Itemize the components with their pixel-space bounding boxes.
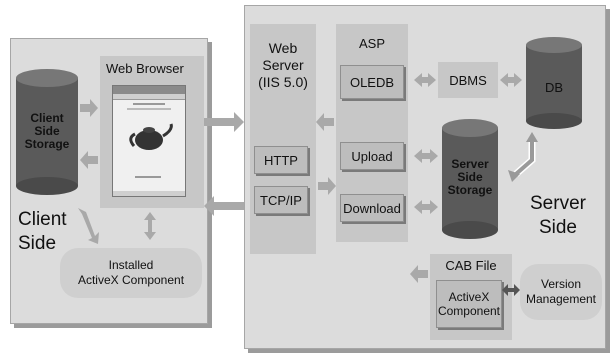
tcpip-label: TCP/IP xyxy=(260,192,302,208)
client-storage-label: Client Side Storage xyxy=(24,111,70,151)
cab-file-title: CAB File xyxy=(445,258,497,273)
db-label: DB xyxy=(544,80,564,95)
web-server-title: Web Server (IIS 5.0) xyxy=(258,40,308,90)
server-storage-cylinder xyxy=(442,119,498,239)
dbms-box: DBMS xyxy=(438,62,498,98)
upload-box: Upload xyxy=(340,142,404,170)
web-browser-title: Web Browser xyxy=(106,61,184,76)
download-box: Download xyxy=(340,194,404,222)
installed-activex-component: Installed ActiveX Component xyxy=(60,248,202,298)
server-side-label: Server Side xyxy=(530,193,586,238)
download-label: Download xyxy=(343,200,401,216)
http-box: HTTP xyxy=(254,146,308,174)
oledb-label: OLEDB xyxy=(349,74,395,90)
client-storage-cylinder xyxy=(16,69,78,195)
client-side-label: Client Side xyxy=(18,209,67,254)
web-server-column xyxy=(250,24,316,254)
tcpip-box: TCP/IP xyxy=(254,186,308,214)
browser-window-thumbnail xyxy=(112,85,186,197)
db-cylinder xyxy=(526,37,582,129)
cab-activex-component-box: ActiveX Component xyxy=(436,280,502,328)
asp-title: ASP xyxy=(358,36,385,51)
version-management: Version Management xyxy=(520,264,602,320)
http-label: HTTP xyxy=(264,152,298,168)
teapot-icon xyxy=(129,123,173,150)
server-storage-label: Server Side Storage xyxy=(447,157,493,197)
oledb-box: OLEDB xyxy=(340,65,404,99)
upload-label: Upload xyxy=(351,148,393,164)
dbms-label: DBMS xyxy=(449,72,487,88)
